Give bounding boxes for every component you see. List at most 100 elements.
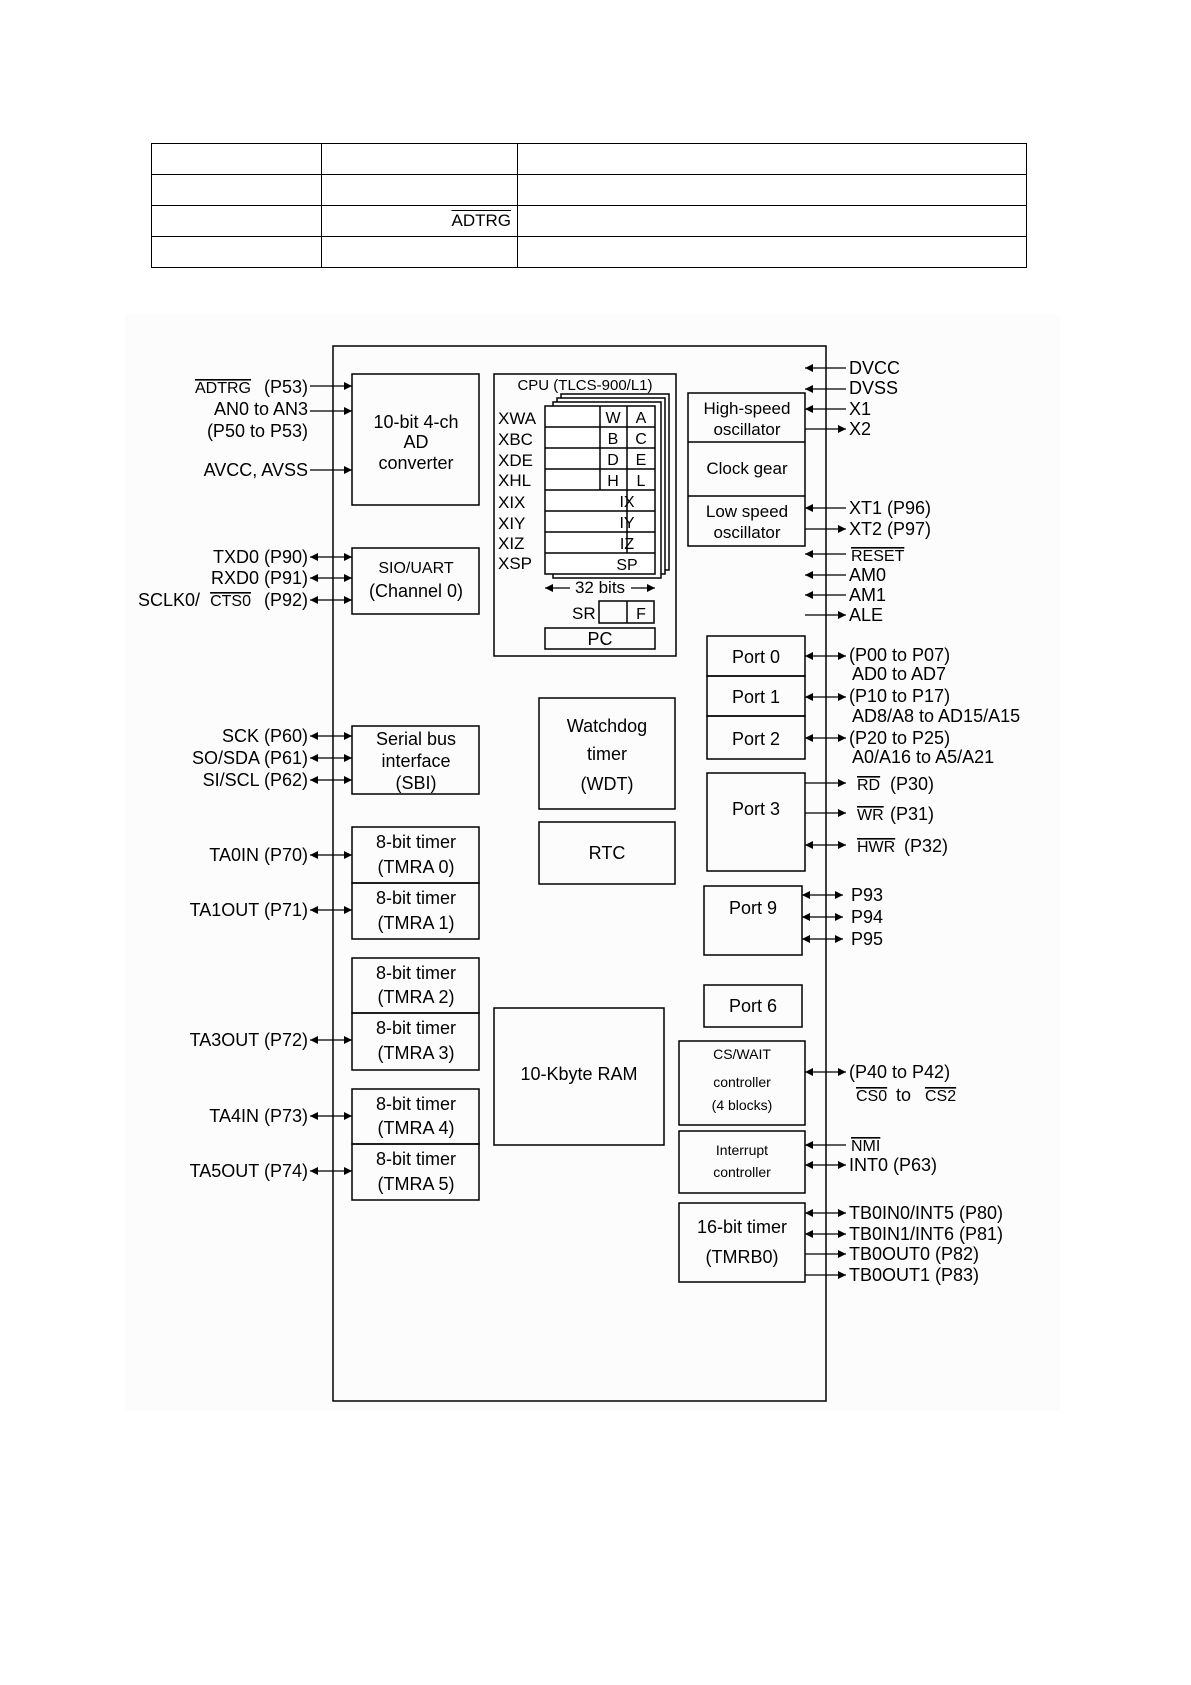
table-row: ADTRG xyxy=(151,205,1027,237)
pin-label-x2: X2 xyxy=(849,419,871,439)
timer-label: 8-bit timer xyxy=(376,1149,456,1169)
pin-label-adtrg: ADTRG xyxy=(195,380,251,397)
timer-id: (TMRA 0) xyxy=(377,857,454,877)
pin-label-an-ports: (P50 to P53) xyxy=(207,421,308,441)
sbi-label-1: Serial bus xyxy=(376,729,456,749)
timer-label: 8-bit timer xyxy=(376,888,456,908)
adc-label-3: converter xyxy=(378,453,453,473)
port-3-block xyxy=(706,772,806,872)
chip-outline xyxy=(332,345,827,1402)
pin-label-ta4in: TA4IN (P73) xyxy=(209,1106,308,1126)
pin-label-p1-b: AD8/A8 to AD15/A15 xyxy=(852,706,1020,726)
pin-label-p2-a: (P20 to P25) xyxy=(849,728,950,748)
table-cell xyxy=(517,205,1027,237)
intc-label-1: Interrupt xyxy=(716,1142,768,1158)
rtc-block xyxy=(538,821,676,885)
timer-id: (TMRA 5) xyxy=(377,1174,454,1194)
hs-osc-label-1: High-speed xyxy=(704,399,791,418)
timer-block-tmra1 xyxy=(351,882,480,940)
timer-block-tmra5 xyxy=(351,1143,480,1201)
register-label: XSP xyxy=(498,554,532,573)
pin-label-tb0out0: TB0OUT0 (P82) xyxy=(849,1244,979,1264)
pin-label-ale: ALE xyxy=(849,605,883,625)
pin-label-am1: AM1 xyxy=(849,585,886,605)
pin-label-cs-to: to xyxy=(896,1085,911,1105)
register-sub: D xyxy=(607,452,619,469)
pin-label-cs2: CS2 xyxy=(925,1088,956,1105)
adc-label-2: AD xyxy=(403,432,428,452)
pin-label-rd-port: (P30) xyxy=(890,774,934,794)
timer-label: 8-bit timer xyxy=(376,832,456,852)
pin-label-nmi: NMI xyxy=(851,1138,880,1155)
pin-label-ta3out: TA3OUT (P72) xyxy=(190,1030,308,1050)
register-label: XBC xyxy=(498,430,533,449)
register-sub: IZ xyxy=(620,536,634,553)
pin-label-tb0in0: TB0IN0/INT5 (P80) xyxy=(849,1203,1003,1223)
port-2-label: Port 2 xyxy=(732,729,780,749)
pc-register xyxy=(544,627,656,650)
timer-id: (TMRA 4) xyxy=(377,1118,454,1138)
wdt-label-2: timer xyxy=(587,744,627,764)
tmrb-block xyxy=(678,1202,806,1283)
register-sub: IY xyxy=(619,515,634,532)
port-6-label: Port 6 xyxy=(729,996,777,1016)
sr-label: SR xyxy=(572,604,596,623)
pin-label-rxd0: RXD0 (P91) xyxy=(211,568,308,588)
table-row xyxy=(151,236,1027,268)
timer-id: (TMRA 1) xyxy=(377,913,454,933)
port-6-block xyxy=(703,984,803,1028)
register-sub: C xyxy=(635,431,647,448)
pin-label-ta0in: TA0IN (P70) xyxy=(209,845,308,865)
pin-label-p93: P93 xyxy=(851,885,883,905)
pin-label-sck: SCK (P60) xyxy=(222,726,308,746)
pin-label-tb0in1: TB0IN1/INT6 (P81) xyxy=(849,1224,1003,1244)
pin-label-dvss: DVSS xyxy=(849,378,898,398)
rtc-label: RTC xyxy=(589,843,626,863)
wdt-block xyxy=(538,697,676,810)
register-label: XIY xyxy=(498,514,525,533)
hs-osc-label-2: oscillator xyxy=(713,420,780,439)
ls-osc-label-2: oscillator xyxy=(713,523,780,542)
pin-label-sclk0: SCLK0/ xyxy=(138,590,200,610)
sbi-label-2: interface xyxy=(381,751,450,771)
port-1-label: Port 1 xyxy=(732,687,780,707)
tmrb-label-1: 16-bit timer xyxy=(697,1217,787,1237)
oscillator-block xyxy=(687,392,806,547)
uart-block xyxy=(351,547,480,615)
cpu-title: CPU (TLCS-900/L1) xyxy=(517,377,652,394)
register-label: XWA xyxy=(498,409,537,428)
timer-label: 8-bit timer xyxy=(376,1094,456,1114)
ram-block xyxy=(493,1007,665,1146)
pin-label-cts0: CTS0 xyxy=(210,593,251,610)
register-label: XHL xyxy=(498,471,531,490)
ram-label: 10-Kbyte RAM xyxy=(520,1064,637,1084)
pin-label-xt2: XT2 (P97) xyxy=(849,519,931,539)
timer-label: 8-bit timer xyxy=(376,963,456,983)
pin-label-an: AN0 to AN3 xyxy=(214,399,308,419)
pin-label-reset: RESET xyxy=(851,548,905,565)
port-3-label: Port 3 xyxy=(732,799,780,819)
table-cell xyxy=(517,174,1027,206)
pin-label-sclk0-port: (P92) xyxy=(264,590,308,610)
wdt-label-3: (WDT) xyxy=(581,774,634,794)
pin-label-p0-a: (P00 to P07) xyxy=(849,645,950,665)
cpu-block xyxy=(493,373,677,657)
pin-label-p95: P95 xyxy=(851,929,883,949)
cswait-label-1: CS/WAIT xyxy=(713,1046,771,1062)
register-sub: IX xyxy=(619,494,634,511)
pin-label-ta5out: TA5OUT (P74) xyxy=(190,1161,308,1181)
port-0-label: Port 0 xyxy=(732,647,780,667)
register-sub: SP xyxy=(616,557,637,574)
register-sub: B xyxy=(608,431,619,448)
register-label: XIZ xyxy=(498,534,524,553)
pin-label-cs-a: (P40 to P42) xyxy=(849,1062,950,1082)
pin-label-txd0: TXD0 (P90) xyxy=(213,547,308,567)
register-label: XIX xyxy=(498,493,525,512)
timer-id: (TMRA 3) xyxy=(377,1043,454,1063)
pin-label-wr-port: (P31) xyxy=(890,804,934,824)
timer-id: (TMRA 2) xyxy=(377,987,454,1007)
register-label: XDE xyxy=(498,451,533,470)
table-cell xyxy=(321,236,518,268)
pin-label-x1: X1 xyxy=(849,399,871,419)
